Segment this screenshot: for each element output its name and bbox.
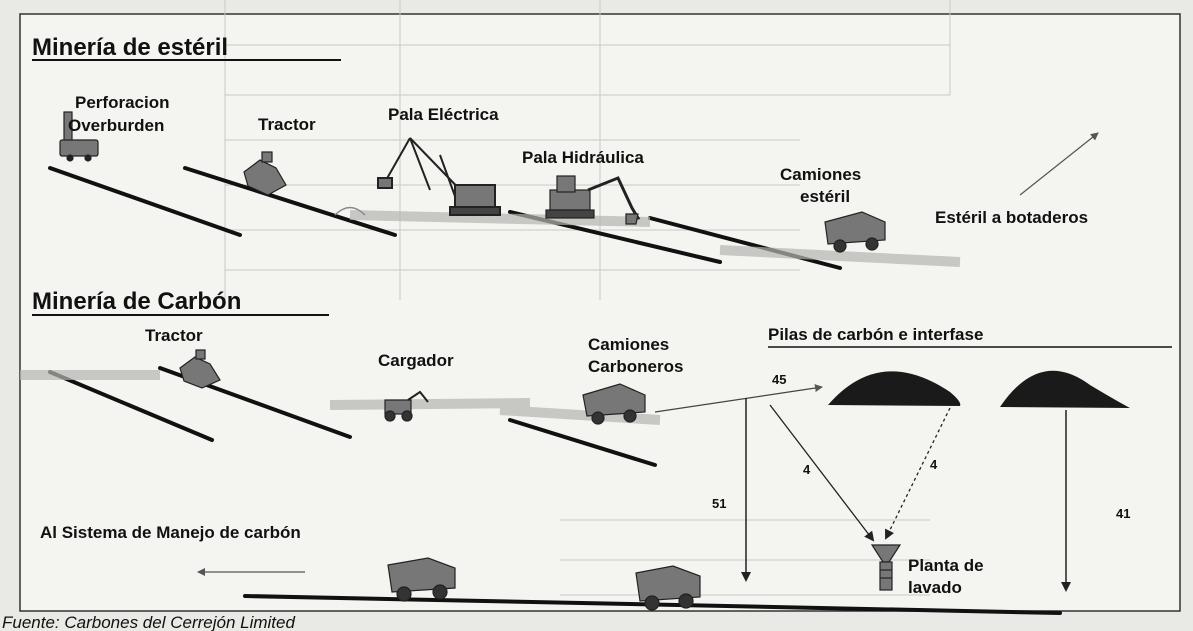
coal-handling-system-label: Al Sistema de Manejo de carbón xyxy=(40,523,301,542)
flow-arrow-pile1-to-plant xyxy=(769,404,875,542)
waste-section-title: Minería de estéril xyxy=(32,34,228,61)
flow-direct-value: 51 xyxy=(712,496,726,511)
background-table-ghost xyxy=(224,0,951,596)
electric-shovel-icon xyxy=(377,137,501,216)
flow-pile-to-system-value: 41 xyxy=(1116,506,1130,521)
flow-arrow-pile2-to-plant xyxy=(885,407,951,540)
drill-icon xyxy=(59,111,99,162)
haul-truck-right-icon xyxy=(635,565,701,611)
coal-trucks-label-line2: Carboneros xyxy=(588,357,683,376)
coal-truck-icon xyxy=(582,383,646,425)
tractor-coal-label: Tractor xyxy=(145,326,203,345)
washing-plant-label-line1: Planta de xyxy=(908,556,984,575)
coal-pile-2 xyxy=(1000,370,1130,408)
hydraulic-shovel-label: Pala Hidráulica xyxy=(522,148,644,167)
waste-trucks-label-line2: estéril xyxy=(800,187,850,206)
tractor-waste-label: Tractor xyxy=(258,115,316,134)
electric-shovel-ground-arc xyxy=(334,206,366,216)
loader-icon xyxy=(384,390,429,422)
tractor-waste-icon xyxy=(243,151,287,196)
tractor-coal-icon xyxy=(179,349,221,389)
coal-trucks-label-line1: Camiones xyxy=(588,335,669,354)
electric-shovel-label: Pala Eléctrica xyxy=(388,105,499,124)
flow-arrow-to-piles xyxy=(654,384,823,413)
flow-pile2-to-plant-value: 4 xyxy=(930,457,938,472)
source-caption: Fuente: Carbones del Cerrejón Limited xyxy=(2,613,295,631)
loader-label: Cargador xyxy=(378,351,454,370)
flow-pile1-to-plant-value: 4 xyxy=(803,462,811,477)
coal-piles-label: Pilas de carbón e interfase xyxy=(768,325,983,344)
haul-truck-left-icon xyxy=(387,557,456,602)
coal-section-title: Minería de Carbón xyxy=(32,288,241,315)
waste-trucks-label-line1: Camiones xyxy=(780,165,861,184)
drill-label-line2: Overburden xyxy=(68,116,164,135)
waste-bench-shadows xyxy=(349,210,961,267)
flow-to-piles-value: 45 xyxy=(772,372,786,387)
waste-to-dumps-arrow xyxy=(1019,132,1099,196)
hydraulic-shovel-icon xyxy=(545,175,641,225)
coal-pile-1 xyxy=(828,371,961,406)
washing-plant-icon xyxy=(870,544,902,591)
drill-label-line1: Perforacion xyxy=(75,93,169,112)
waste-truck-icon xyxy=(824,211,886,253)
waste-to-dumps-label: Estéril a botaderos xyxy=(935,208,1088,227)
washing-plant-label-line2: lavado xyxy=(908,578,962,597)
